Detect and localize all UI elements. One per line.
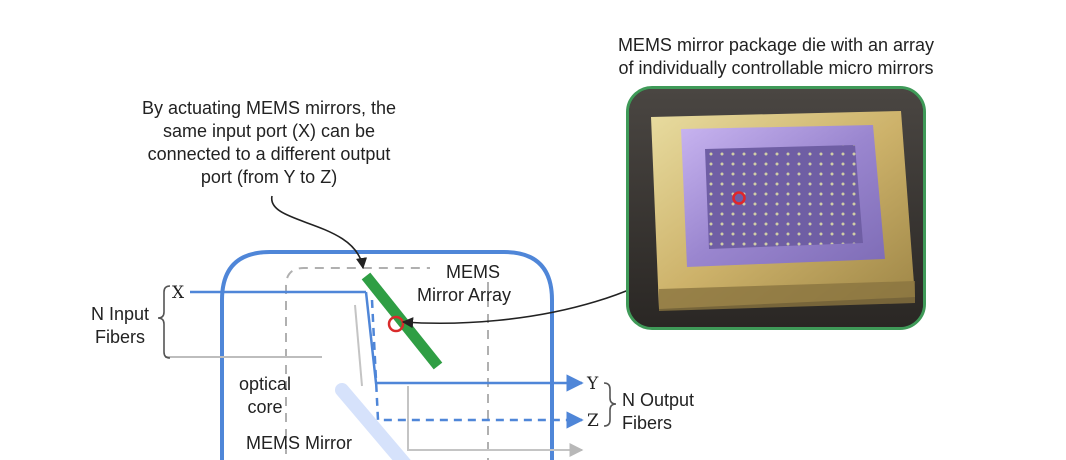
port-y-label: Y (587, 374, 599, 394)
mems-mirror-label: MEMS Mirror (246, 433, 352, 453)
mems-array-label-line1: MEMS (446, 262, 500, 282)
mems-array-label: MEMS Mirror Array (406, 261, 522, 307)
annotation-actuate-line2: same input port (X) can be (162, 121, 376, 141)
annotation-package-line2: of individually controllable micro mirro… (618, 58, 934, 78)
optical-core-line1: optical (238, 374, 292, 394)
annotation-package: MEMS mirror package die with an array of… (576, 34, 976, 80)
output-brace (603, 382, 617, 427)
input-brace (157, 285, 171, 359)
optical-core-box (285, 267, 430, 460)
beam-to-y (364, 291, 584, 392)
optical-core-label: optical core (228, 373, 302, 419)
output-fibers-label: N Output Fibers (622, 389, 694, 435)
port-z-label: Z (587, 411, 599, 431)
annotation-package-line1: MEMS mirror package die with an array (617, 35, 935, 55)
annotation-actuate-line3: connected to a different output (147, 144, 391, 164)
output-fibers-line1: N Output (622, 390, 695, 410)
mems-array-label-line2: Mirror Array (417, 285, 511, 305)
output-fibers-line2: Fibers (622, 413, 673, 433)
annotation-arrow-actuate (271, 195, 368, 270)
beam-to-z (370, 299, 584, 429)
input-fibers-line2: Fibers (94, 327, 145, 347)
gray-beam-vertical (354, 304, 363, 387)
mems-mirror-bar (335, 383, 411, 460)
annotation-actuate-line1: By actuating MEMS mirrors, the (141, 98, 397, 118)
optical-core-line2: core (247, 397, 283, 417)
highlight-circle-photo (732, 191, 746, 205)
input-fibers-line1: N Input (90, 304, 150, 324)
mems-package-photo (626, 86, 926, 330)
port-x-label: X (172, 283, 185, 303)
gray-beam-lower (407, 386, 584, 457)
annotation-actuate: By actuating MEMS mirrors, the same inpu… (96, 97, 442, 189)
switch-box (220, 250, 554, 460)
annotation-actuate-line4: port (from Y to Z) (200, 167, 338, 187)
input-fibers-label: N Input Fibers (80, 303, 160, 349)
